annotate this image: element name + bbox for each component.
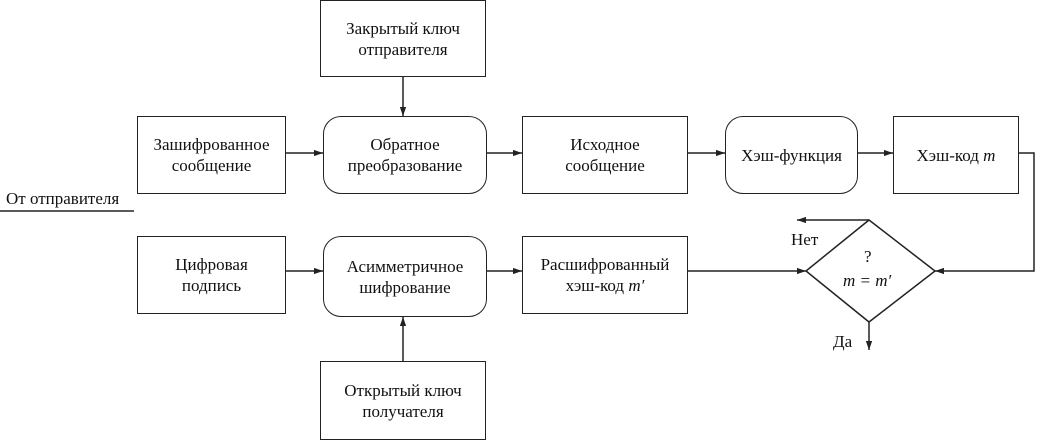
reverse-transform-line2: преобразование [347,156,463,175]
private-key-line1: Закрытый ключ [346,18,460,38]
from-sender-label: От отправителя [6,189,120,208]
yes-label: Да [833,332,853,351]
encrypted-message-line2: сообщение [171,156,252,175]
decrypted-hash-line1: Расшифрованный [540,255,670,274]
arrow-hashcode-to-decision [935,152,1035,275]
source-message-box: Исходное сообщение [522,116,688,194]
hash-function-box: Хэш-функция [725,116,858,194]
decrypted-hash-box: Расшифрованный хэш-код m′ [522,236,688,314]
decision-diamond [804,219,937,323]
digital-signature-box: Цифровая подпись [137,236,286,314]
reverse-transform-line1: Обратное [370,135,440,154]
no-label: Нет [791,230,819,249]
public-key-line2: получателя [362,401,444,421]
source-message-line1: Исходное [570,135,640,154]
decision-condition: m = m′ [843,271,892,290]
reverse-transform-box: Обратное преобразование [323,116,487,194]
public-key-line1: Открытый ключ [344,380,462,400]
asym-encryption-line2: шифрование [359,277,451,297]
hash-code-box: Хэш-код m [893,116,1019,194]
hash-function-label: Хэш-функция [741,145,842,165]
decrypted-hash-text: хэш-код [565,276,629,295]
encrypted-message-line1: Зашифрованное [153,135,270,154]
asym-encryption-line1: Асимметричное [346,256,464,276]
asym-encryption-box: Асимметричное шифрование [323,236,487,317]
hash-code-text: Хэш-код [916,145,984,165]
decision-question: ? [864,247,872,266]
digital-signature-line2: подпись [181,276,242,295]
private-key-line2: отправителя [358,39,448,59]
decrypted-hash-var: m′ [628,276,645,295]
private-key-box: Закрытый ключ отправителя [320,0,486,77]
public-key-box: Открытый ключ получателя [320,361,486,440]
hash-code-label: Хэш-код m [917,145,996,166]
encrypted-message-box: Зашифрованное сообщение [137,116,286,194]
digital-signature-line1: Цифровая [175,255,248,274]
decrypted-hash-line2: хэш-код m′ [566,275,645,296]
source-message-line2: сообщение [565,156,645,175]
hash-code-var: m [983,145,996,165]
